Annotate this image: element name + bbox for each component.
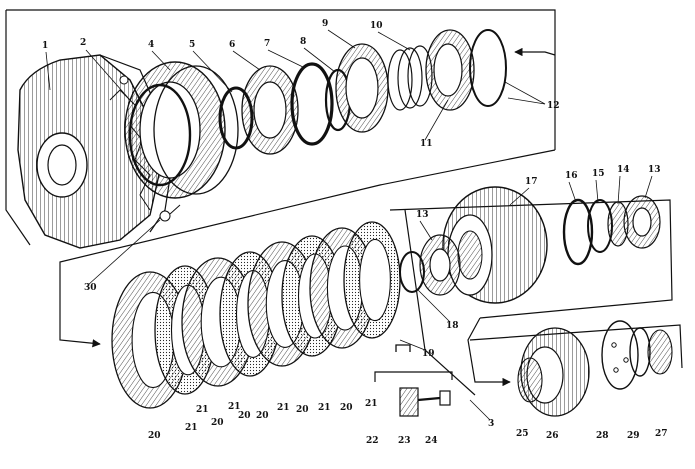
leader-line — [419, 220, 433, 241]
part-plate-28 — [601, 320, 639, 390]
part-bracket-19 — [395, 344, 411, 352]
callout-7: 7 — [264, 39, 270, 49]
leader-line — [469, 399, 491, 421]
leader-line — [644, 175, 653, 199]
leader-line — [504, 81, 546, 105]
leader-lines — [45, 29, 653, 421]
part-washer — [335, 43, 389, 133]
callout-30: 30 — [84, 283, 97, 293]
leader-line — [595, 179, 599, 203]
callout-29: 29 — [627, 431, 640, 441]
part-bearing-13-right — [623, 195, 661, 249]
callout-6: 6 — [229, 40, 235, 50]
callout-11: 11 — [420, 139, 433, 149]
callout-20-a: 20 — [148, 431, 161, 441]
leader-line — [45, 51, 51, 91]
callout-12: 12 — [547, 101, 560, 111]
callout-15: 15 — [592, 169, 605, 179]
leader-line — [87, 219, 161, 286]
part-piston — [124, 61, 239, 199]
callout-8: 8 — [300, 37, 306, 47]
leader-line — [509, 187, 530, 206]
part-drum-housing — [17, 54, 173, 249]
callout-28: 28 — [596, 431, 609, 441]
callout-16: 16 — [565, 171, 578, 181]
leader-line — [267, 49, 306, 69]
callout-3: 3 — [488, 419, 494, 429]
part-nut-27 — [647, 329, 673, 375]
callout-5: 5 — [189, 40, 195, 50]
callout-13-left: 13 — [416, 210, 429, 220]
part-bearing-13-left — [419, 234, 461, 296]
callout-22: 22 — [366, 436, 379, 446]
part-bearing-ring — [241, 65, 299, 155]
callout-19: 19 — [422, 349, 435, 359]
leader-line — [151, 50, 171, 71]
leader-line — [424, 99, 449, 141]
callout-2: 2 — [80, 38, 86, 48]
part-o-ring — [290, 62, 334, 146]
callout-26: 26 — [546, 431, 559, 441]
part-pin — [159, 204, 181, 222]
leader-line — [303, 47, 336, 73]
part-block-and-bolt — [374, 371, 453, 417]
leader-line — [399, 339, 426, 351]
callout-24: 24 — [425, 436, 438, 446]
callout-21-b: 21 — [228, 402, 241, 412]
clutch-disc-bore — [359, 238, 391, 322]
callout-20-b: 20 — [211, 418, 224, 428]
callout-20-e: 20 — [296, 405, 309, 415]
leader-line — [507, 97, 546, 105]
callout-20-c: 20 — [238, 411, 251, 421]
part-spring-25 — [517, 357, 543, 403]
callout-21-f: 21 — [196, 405, 209, 415]
callout-labels: 1 2 3 4 5 6 7 8 9 10 11 12 13 13 14 15 1… — [42, 19, 668, 446]
callout-14: 14 — [617, 165, 630, 175]
part-snap-ring-12 — [469, 29, 507, 107]
leader-line — [85, 49, 131, 101]
callout-25: 25 — [516, 429, 529, 439]
leader-line — [232, 50, 261, 71]
leader-line — [377, 31, 411, 51]
callout-1: 1 — [42, 41, 48, 51]
leader-line — [327, 29, 356, 49]
callout-21-a: 21 — [185, 423, 198, 433]
clutch-disc-pack — [111, 221, 401, 409]
callout-27: 27 — [655, 429, 668, 439]
leader-line — [192, 50, 233, 93]
part-ring-29 — [629, 327, 651, 377]
callout-17: 17 — [525, 177, 538, 187]
callout-20-f: 20 — [340, 403, 353, 413]
leader-line — [568, 181, 577, 203]
callout-23: 23 — [398, 436, 411, 446]
part-retainer — [425, 29, 475, 111]
callout-21-d: 21 — [318, 403, 331, 413]
callout-13-right: 13 — [648, 165, 661, 175]
callout-21-c: 21 — [277, 403, 290, 413]
callout-21-e: 21 — [365, 399, 378, 409]
callout-9: 9 — [322, 19, 328, 29]
callout-4: 4 — [148, 40, 154, 50]
part-spring — [387, 45, 433, 111]
callout-20-d: 20 — [256, 411, 269, 421]
leader-line — [617, 175, 621, 205]
leader-line — [417, 289, 451, 323]
part-gear — [442, 186, 548, 304]
part-ring-16 — [562, 198, 594, 266]
callout-10: 10 — [370, 21, 383, 31]
callout-18: 18 — [446, 321, 459, 331]
